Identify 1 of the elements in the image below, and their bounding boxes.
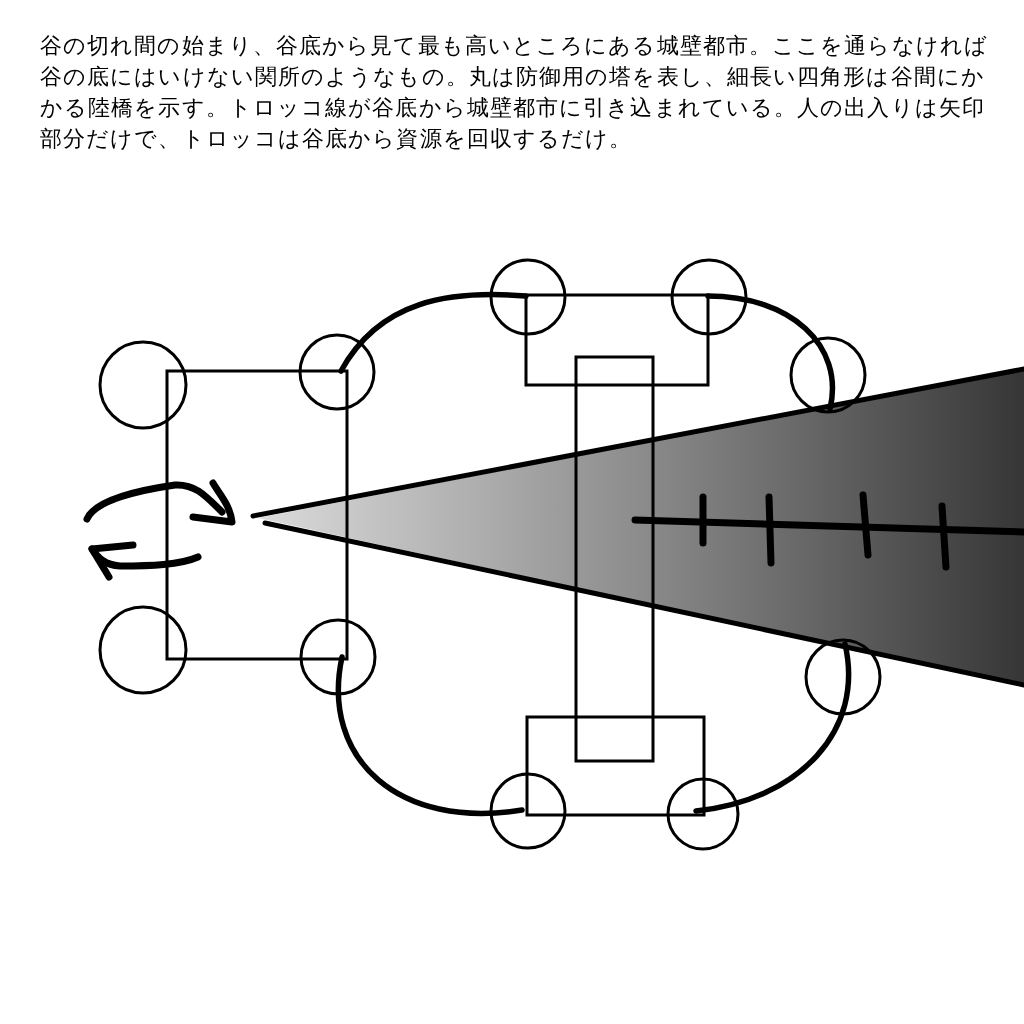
description-text: 谷の切れ間の始まり、谷底から見て最も高いところにある城壁都市。ここを通らなければ谷の底にはいけない関所のようなもの。丸は防御用の塔を表し、細長い四角形は谷間にかかる陸橋を示す。トロッコ線が谷底から城壁都市に引き込まれている。人の出入りは矢印部分だけで、トロッコは谷底から資源を回収するだけ。 [40, 32, 989, 153]
